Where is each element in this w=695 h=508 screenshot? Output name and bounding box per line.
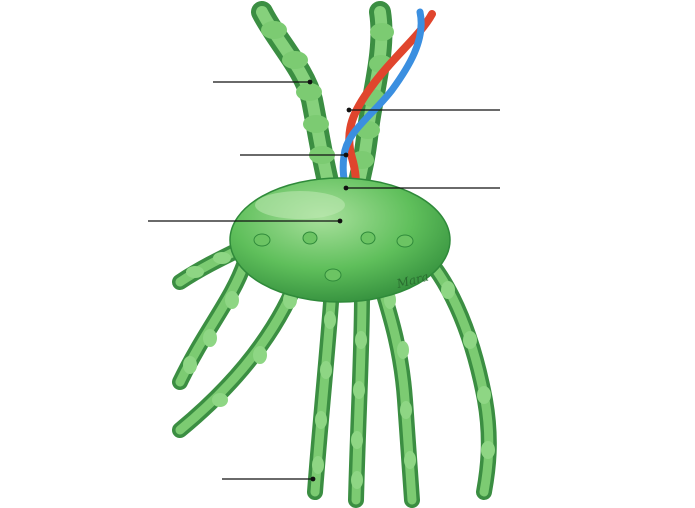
vein <box>339 8 425 194</box>
dendrite-beads <box>183 252 495 489</box>
blood-vessels <box>339 8 436 194</box>
upper-process-left <box>251 1 341 201</box>
leader-line-upper-process <box>213 79 313 85</box>
dendrite-roots <box>253 231 414 282</box>
leader-lines <box>148 79 500 482</box>
artery <box>345 10 436 194</box>
leader-line-cell-body <box>148 218 343 224</box>
leader-line-artery <box>346 107 500 113</box>
leader-line-vein <box>240 152 349 158</box>
leader-line-vessel-entry <box>343 185 500 191</box>
upper-process-right <box>345 1 394 203</box>
leader-line-lower-process <box>222 476 316 482</box>
cell-body <box>229 177 451 303</box>
